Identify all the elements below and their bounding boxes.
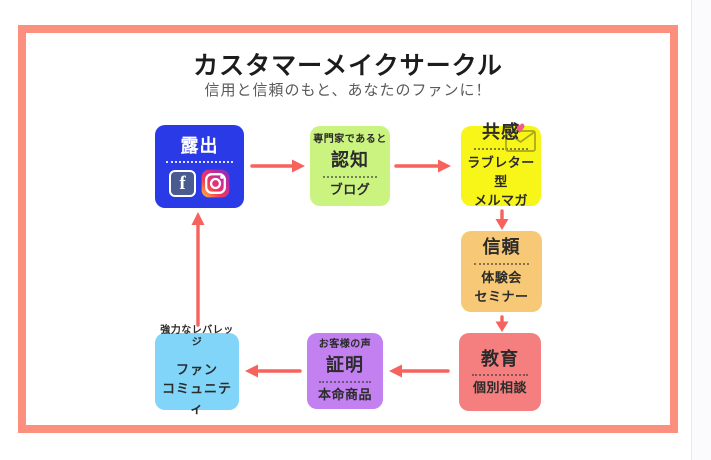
node-empathy: ♥ 共感 ラブレター型 メルマガ (461, 122, 541, 208)
instagram-icon (201, 169, 230, 198)
dotted-divider (322, 175, 378, 178)
node-label: 証明 (326, 355, 364, 376)
node-detail: 体験会 セミナー (474, 269, 529, 304)
heart-icon: ♥ (514, 122, 526, 137)
node-fan-community: 強力なレバレッジ ファン コミュニティ (155, 325, 239, 416)
arrow-trust-to-education (495, 315, 509, 332)
arrow-proof-to-fan-community (245, 364, 302, 378)
arrow-exposure-to-recognition (250, 159, 305, 173)
arrow-recognition-to-empathy (394, 159, 451, 173)
diagram-subtitle: 信用と信頼のもと、あなたのファンに！ (204, 82, 492, 99)
node-recognition: 専門家であると 認知 ブログ (310, 126, 390, 206)
dotted-divider (471, 374, 529, 377)
node-label: 共感 (482, 122, 520, 143)
node-proof: お客様の声 証明 本命商品 (307, 333, 383, 409)
social-icon-row: f (169, 169, 230, 198)
facebook-icon: f (169, 170, 196, 198)
node-detail: 個別相談 (472, 380, 527, 396)
diagram-title: カスタマーメイクサークル (193, 52, 503, 80)
node-qualifier: 専門家であると (313, 133, 387, 145)
dotted-divider (473, 262, 530, 265)
dotted-divider (473, 147, 529, 150)
node-detail: ラブレター型 メルマガ (467, 154, 535, 208)
node-detail: 本命商品 (317, 386, 372, 402)
node-label: 露出 (180, 135, 219, 156)
page-edge-strip (691, 0, 711, 460)
arrow-empathy-to-trust (495, 209, 509, 230)
arrow-fan-community-to-exposure (191, 212, 205, 327)
node-trust: 信頼 体験会 セミナー (461, 231, 542, 312)
node-label: 信頼 (482, 237, 521, 258)
love-letter-icon: ♥ (505, 123, 536, 152)
dotted-divider (319, 380, 371, 383)
node-education: 教育 個別相談 (459, 333, 541, 411)
node-detail: ブログ (329, 181, 371, 197)
node-qualifier: お客様の声 (318, 338, 372, 350)
node-exposure: 露出 f (155, 125, 244, 208)
node-label: 認知 (331, 150, 369, 171)
dotted-divider (166, 161, 233, 164)
node-label: 教育 (481, 348, 519, 369)
node-label: ファン コミュニティ (161, 361, 232, 416)
node-qualifier: 強力なレバレッジ (160, 324, 234, 349)
arrow-education-to-proof (389, 364, 450, 378)
